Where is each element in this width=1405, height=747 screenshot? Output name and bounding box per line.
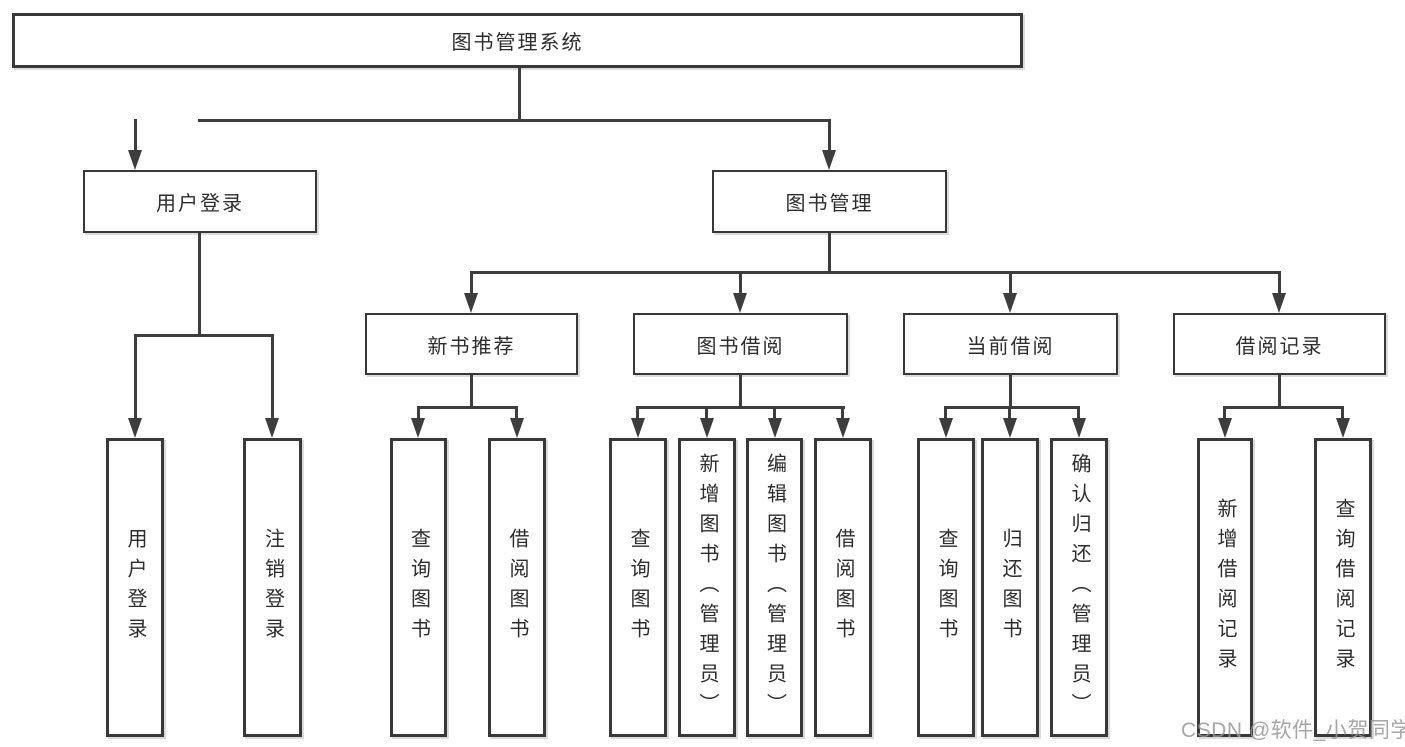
- leaf-borrow-books-recommend: 借阅图书: [488, 438, 546, 737]
- connector-arrow: [1272, 293, 1286, 313]
- connector-line: [828, 233, 831, 273]
- connector-arrow: [1218, 418, 1232, 438]
- leaf-label: 编辑图书（管理员）: [763, 452, 786, 723]
- leaf-label: 查询图书: [627, 527, 649, 648]
- leaf-label: 归还图书: [999, 527, 1021, 648]
- connector-arrow: [733, 293, 747, 313]
- connector-arrow: [128, 418, 142, 438]
- node-label: 用户登录: [156, 193, 244, 215]
- connector-arrow: [768, 418, 782, 438]
- connector-arrow: [700, 418, 714, 438]
- connector-line: [636, 406, 639, 420]
- leaf-query-books-borrow: 查询图书: [609, 438, 667, 737]
- node-root: 图书管理系统: [12, 13, 1023, 68]
- connector-line: [1278, 375, 1281, 408]
- leaf-label: 新增图书（管理员）: [696, 452, 718, 723]
- connector-line: [739, 375, 742, 408]
- connector-line: [1009, 271, 1012, 297]
- connector-line: [1278, 271, 1281, 297]
- leaf-logout: 注销登录: [243, 438, 302, 737]
- leaf-label: 借阅图书: [506, 527, 528, 648]
- connector-line: [470, 271, 1280, 274]
- connector-arrow: [1072, 418, 1086, 438]
- connector-arrow: [510, 418, 524, 438]
- node-new-book-recommend: 新书推荐: [365, 313, 578, 375]
- leaf-query-books-current: 查询图书: [917, 438, 975, 737]
- connector-arrow: [822, 150, 836, 170]
- leaf-label: 注销登录: [261, 527, 284, 648]
- connector-arrow: [631, 418, 645, 438]
- connector-line: [944, 406, 1080, 409]
- node-label: 图书管理: [785, 193, 874, 215]
- leaf-label: 查询图书: [935, 527, 957, 648]
- connector-line: [1341, 406, 1344, 420]
- node-borrow-records: 借阅记录: [1173, 313, 1386, 375]
- connector-line: [134, 334, 274, 337]
- node-label: 借阅记录: [1235, 335, 1324, 358]
- connector-line: [1077, 406, 1080, 420]
- node-label: 图书借阅: [696, 335, 785, 358]
- leaf-edit-books-admin: 编辑图书（管理员）: [746, 438, 803, 737]
- connector-line: [470, 271, 473, 297]
- connector-arrow: [265, 418, 279, 438]
- connector-line: [515, 406, 518, 420]
- connector-line: [1223, 406, 1226, 420]
- leaf-add-borrow-record: 新增借阅记录: [1197, 438, 1253, 737]
- leaf-label: 新增借阅记录: [1214, 497, 1236, 678]
- connector-arrow: [1003, 293, 1017, 313]
- connector-arrow: [836, 418, 850, 438]
- csdn-watermark: CSDN @软件_小贺同学: [1181, 719, 1405, 742]
- connector-line: [518, 68, 521, 120]
- node-book-borrow: 图书借阅: [633, 313, 848, 375]
- leaf-label: 借阅图书: [832, 527, 854, 648]
- node-book-management: 图书管理: [712, 170, 947, 233]
- leaf-label: 查询图书: [407, 527, 430, 648]
- connector-arrow: [939, 418, 953, 438]
- connector-line: [739, 271, 742, 297]
- connector-arrow: [464, 293, 478, 313]
- node-current-borrow: 当前借阅: [903, 313, 1118, 375]
- leaf-query-borrow-record: 查询借阅记录: [1314, 438, 1372, 737]
- connector-arrow: [128, 150, 142, 170]
- leaf-borrow-books: 借阅图书: [814, 438, 872, 737]
- connector-line: [637, 406, 845, 409]
- connector-line: [134, 334, 137, 420]
- connector-arrow: [411, 418, 425, 438]
- connector-line: [198, 119, 831, 122]
- connector-line: [417, 406, 518, 409]
- leaf-user-login: 用户登录: [106, 438, 164, 737]
- connector-line: [705, 406, 708, 420]
- leaf-return-books: 归还图书: [981, 438, 1039, 737]
- leaf-label: 用户登录: [124, 527, 146, 648]
- connector-line: [198, 233, 201, 336]
- connector-line: [1223, 406, 1344, 409]
- connector-arrow: [1336, 418, 1350, 438]
- connector-line: [271, 334, 274, 420]
- connector-line: [1008, 406, 1011, 420]
- leaf-query-books-recommend: 查询图书: [390, 438, 447, 737]
- node-user-login: 用户登录: [83, 170, 317, 233]
- node-label: 新书推荐: [427, 335, 516, 358]
- node-root-label: 图书管理系统: [451, 32, 584, 54]
- connector-line: [944, 406, 947, 420]
- leaf-add-books-admin: 新增图书（管理员）: [678, 438, 736, 737]
- connector-line: [1009, 375, 1012, 408]
- connector-line: [470, 375, 473, 408]
- leaf-confirm-return-admin: 确认归还（管理员）: [1050, 438, 1108, 737]
- connector-arrow: [1003, 418, 1017, 438]
- connector-line: [841, 406, 844, 420]
- connector-line: [828, 119, 831, 152]
- connector-line: [134, 119, 137, 152]
- connector-line: [773, 406, 776, 420]
- leaf-label: 查询借阅记录: [1332, 497, 1354, 678]
- connector-line: [417, 406, 420, 420]
- leaf-label: 确认归还（管理员）: [1068, 452, 1090, 723]
- node-label: 当前借阅: [966, 335, 1055, 358]
